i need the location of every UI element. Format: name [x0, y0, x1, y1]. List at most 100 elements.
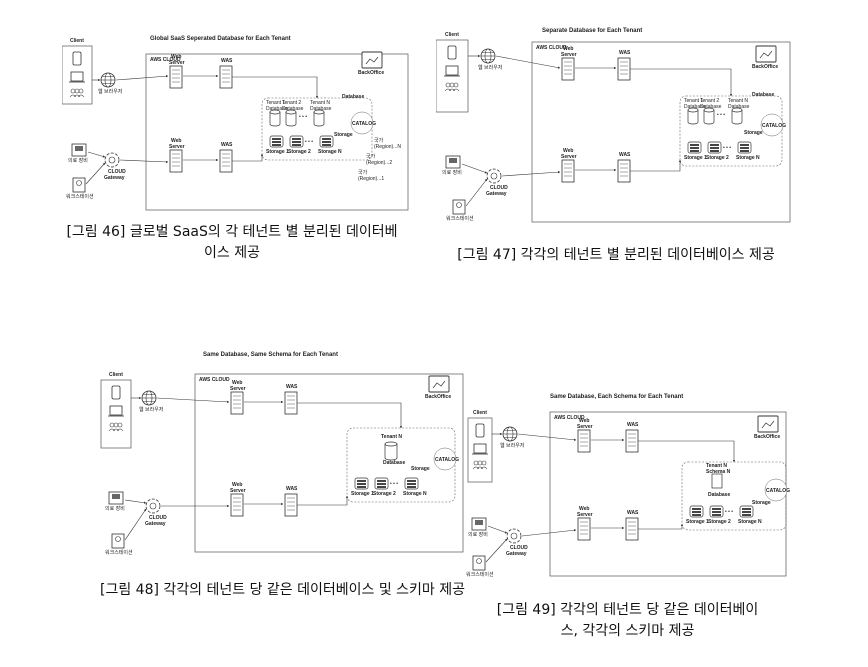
tenant-1-label: Tenant 1 Database: [266, 100, 288, 112]
laptop-icon: [473, 443, 487, 454]
was-2-label: WAS: [627, 510, 639, 516]
storage-label: Storage: [334, 132, 353, 138]
web-server-1-icon: [169, 65, 183, 89]
tenant-db-2-icon: [703, 107, 715, 125]
web-server-1-icon: [561, 57, 575, 81]
browser-label: 웹 브라우저: [500, 443, 525, 449]
was2-db-link: [297, 495, 349, 506]
web-server-2-label-2: Server: [230, 488, 246, 494]
workstation-label: 워크스테이션: [446, 216, 474, 222]
was1-db-link: [638, 440, 736, 463]
client-label: Client: [70, 38, 84, 44]
was-1-icon: [284, 391, 298, 415]
storage-ellipsis: • • •: [725, 509, 734, 515]
backoffice-label: BackOffice: [358, 70, 385, 76]
backoffice-label: BackOffice: [754, 434, 781, 440]
browser-globe-icon: [480, 48, 496, 64]
laptop-icon: [109, 405, 123, 416]
backoffice-label: BackOffice: [752, 64, 779, 70]
tenant-db-3-icon: [731, 107, 743, 125]
web-server-1-label: Web: [232, 380, 243, 386]
web-server-2-icon: [561, 159, 575, 183]
caption-47: [그림 47] 각각의 테넌트 별 분리된 데이터베이스 제공: [457, 247, 775, 263]
browser-label: 웹 브라우저: [98, 89, 123, 95]
laptop-icon: [70, 71, 84, 82]
storage-2-icon: [289, 135, 304, 148]
aws-cloud-frame: [531, 41, 791, 223]
web-server-2-icon: [230, 493, 244, 517]
web-server-2-label: Web: [171, 138, 182, 144]
diagram-title: Global SaaS Seperated Database for Each …: [150, 36, 291, 42]
users-icon: [444, 82, 460, 92]
phone-icon: [447, 45, 457, 60]
medical-device-label: 의료 장비: [68, 158, 88, 164]
web-server-1-icon: [577, 429, 591, 453]
caption-46: [그림 46] 글로벌 SaaS의 각 테넌트 별 분리된 데이터베이스 제공: [66, 224, 398, 261]
catalog-label: CATALOG: [352, 121, 376, 127]
tenant-n-schema-label: Tenant N Schema N: [706, 463, 731, 475]
workstation-label: 워크스테이션: [66, 194, 94, 200]
catalog-label: CATALOG: [766, 488, 790, 494]
cloud-gateway-icon: [506, 528, 522, 544]
tenant-2-label: Tenant 2 Database: [700, 98, 722, 110]
storage-1-label: Storage 1: [266, 149, 289, 155]
was2-db-link: [638, 523, 684, 530]
storage-ellipsis: • • •: [305, 139, 314, 145]
diagram-title: Separate Database for Each Tenant: [542, 28, 643, 34]
database-label: Database: [342, 94, 365, 100]
web-server-2-label-2: Server: [577, 512, 593, 518]
was1-db-link: [630, 68, 733, 97]
storage-n-icon: [737, 141, 752, 154]
backoffice-label: BackOffice: [425, 394, 452, 400]
was-2-icon: [219, 149, 233, 173]
was-2-label: WAS: [619, 152, 631, 158]
region-n-label: 국가 (Region)...N: [374, 138, 401, 150]
storage-1-label: Storage 1: [351, 491, 374, 497]
catalog-label: CATALOG: [435, 457, 459, 463]
users-icon: [108, 422, 124, 432]
region-1-label: 국가 (Region)...1: [358, 170, 385, 182]
web-server-2-label: Web: [232, 482, 243, 488]
storage-2-label: Storage 2: [288, 149, 311, 155]
workstation-icon: [472, 555, 486, 571]
region-2-label: 국가 (Region)...2: [366, 154, 393, 166]
storage-n-icon: [404, 477, 419, 490]
storage-2-label: Storage 2: [373, 491, 396, 497]
client-box: [467, 417, 493, 483]
was-2-label: WAS: [221, 142, 233, 148]
web-server-2-label: Web: [579, 506, 590, 512]
web-server-1-icon: [230, 391, 244, 415]
tenant-n-label: Tenant N Database: [728, 98, 750, 110]
was1-db-link: [297, 402, 403, 429]
gateway-link: [521, 529, 577, 537]
storage-n-label: Storage N: [738, 519, 762, 525]
diagram-title: Same Database, Same Schema for Each Tena…: [203, 352, 338, 358]
backoffice-icon: [757, 415, 779, 433]
medical-device-label: 의료 장비: [468, 532, 488, 538]
workstation-icon: [452, 199, 466, 215]
caption-49: [그림 49] 각각의 테넌트 당 같은 데이터베이스, 각각의 스키마 제공: [496, 602, 759, 639]
tenant-1-label: Tenant 1 Database: [684, 98, 706, 110]
ellipsis: • • •: [299, 114, 308, 120]
was2-db-link: [630, 159, 682, 172]
was-1-icon: [625, 429, 639, 453]
cloud-gateway-icon: [486, 168, 502, 184]
ellipsis: • • •: [717, 112, 726, 118]
storage-1-icon: [269, 135, 284, 148]
medical-device-label: 의료 장비: [105, 506, 125, 512]
web-server-1-label-2: Server: [577, 424, 593, 430]
was-2-icon: [284, 493, 298, 517]
cloud-label: CLOUD: [149, 515, 167, 521]
storage-n-icon: [739, 505, 754, 518]
tenant-n-label: Tenant N: [381, 434, 403, 440]
was-2-icon: [617, 159, 631, 183]
laptop-icon: [445, 65, 459, 76]
storage-n-label: Storage N: [736, 155, 760, 161]
storage-label: Storage: [411, 466, 430, 472]
was-1-label: WAS: [286, 384, 298, 390]
catalog-circle: [760, 113, 784, 137]
catalog-circle: [433, 447, 457, 471]
storage-1-icon: [689, 505, 704, 518]
database-label: Database: [752, 92, 775, 98]
storage-2-icon: [709, 505, 724, 518]
